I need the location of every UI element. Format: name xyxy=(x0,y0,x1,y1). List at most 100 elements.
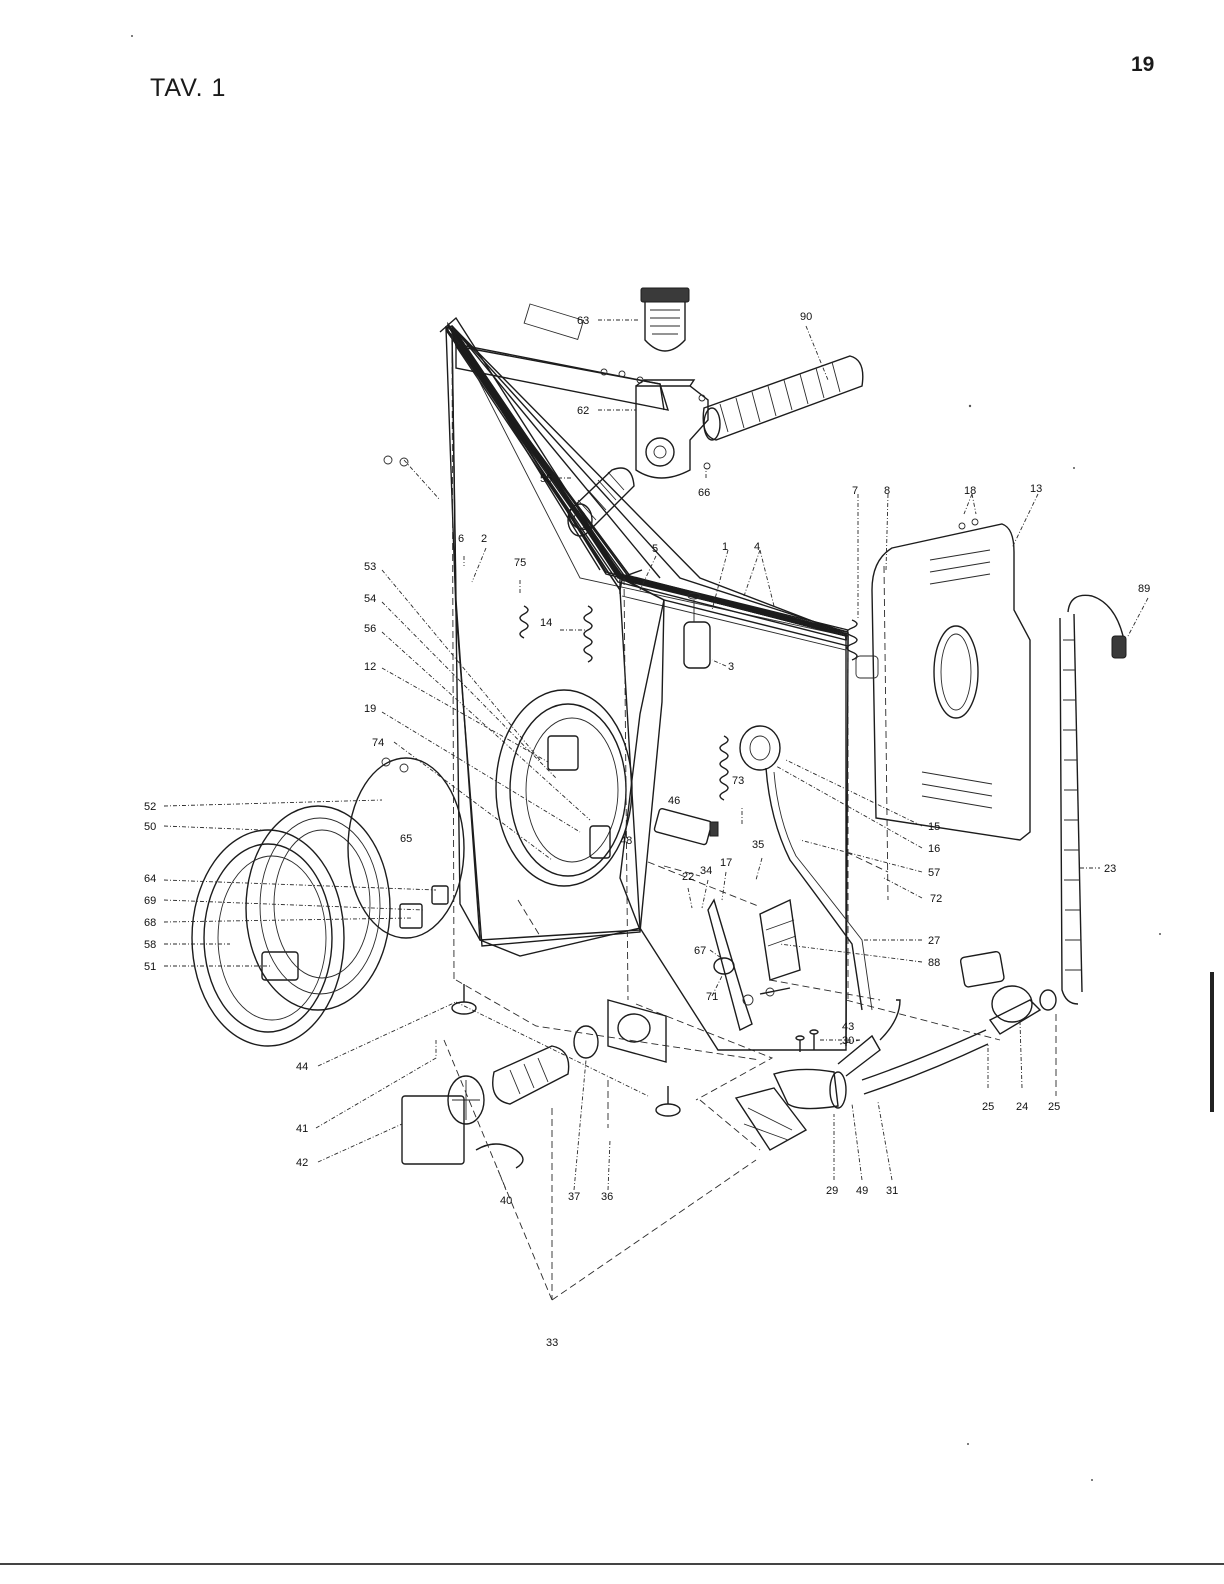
part-clip-52 xyxy=(383,455,409,467)
callout-35: 35 xyxy=(752,839,764,851)
callout-8: 8 xyxy=(884,485,890,497)
callout-17: 17 xyxy=(720,857,732,869)
construction-lines xyxy=(443,333,1057,1301)
callout-46: 46 xyxy=(668,795,680,807)
callout-56: 56 xyxy=(364,623,376,635)
part-pump-housing xyxy=(607,999,667,1063)
callout-24: 24 xyxy=(1016,1101,1028,1113)
callout-15: 15 xyxy=(928,821,940,833)
callout-52: 52 xyxy=(144,801,156,813)
callout-44: 44 xyxy=(296,1061,308,1073)
part-inlet-hose-90 xyxy=(702,355,864,441)
callout-6: 6 xyxy=(458,533,464,545)
callout-64: 64 xyxy=(144,873,156,885)
callout-68: 68 xyxy=(144,917,156,929)
callout-48: 48 xyxy=(620,835,632,847)
part-frame-rectangle xyxy=(451,325,847,640)
part-door-lock-46 xyxy=(653,807,719,846)
callout-30: 30 xyxy=(842,1035,854,1047)
callout-25-right: 25 xyxy=(1048,1101,1060,1113)
part-pump-hose-24 xyxy=(861,999,989,1095)
callout-42: 42 xyxy=(296,1157,308,1169)
callout-40: 40 xyxy=(500,1195,512,1207)
callout-73: 73 xyxy=(732,775,744,787)
callout-7: 7 xyxy=(852,485,858,497)
callout-58: 58 xyxy=(144,939,156,951)
callout-89: 89 xyxy=(1138,583,1150,595)
callout-63: 63 xyxy=(577,315,589,327)
leader-lines xyxy=(163,319,1149,1191)
part-pump-filter xyxy=(401,1025,599,1169)
part-spring-left xyxy=(519,605,529,639)
part-drum-opening xyxy=(495,689,633,887)
callout-71: 71 xyxy=(706,991,718,1003)
callout-2: 2 xyxy=(481,533,487,545)
callout-16: 16 xyxy=(928,843,940,855)
callout-51: 51 xyxy=(144,961,156,973)
scan-specks xyxy=(131,35,1161,1481)
part-3 xyxy=(683,592,711,669)
callout-19: 19 xyxy=(364,703,376,715)
callout-4: 4 xyxy=(754,541,760,553)
part-door-outer-50 xyxy=(191,829,345,1047)
callout-57: 57 xyxy=(928,867,940,879)
callout-50: 50 xyxy=(144,821,156,833)
part-cabinet-frame xyxy=(447,325,847,635)
callout-88: 88 xyxy=(928,957,940,969)
callout-23: 23 xyxy=(1104,863,1116,875)
part-back-panel xyxy=(871,518,1031,841)
part-frame-box xyxy=(445,329,849,637)
callout-66: 66 xyxy=(698,487,710,499)
part-foot-44 xyxy=(451,984,681,1117)
bottom-rule xyxy=(0,1563,1224,1565)
callout-22: 22 xyxy=(682,871,694,883)
part-hinge-door xyxy=(399,903,423,929)
part-hardware-17 xyxy=(707,898,791,1032)
callout-27: 27 xyxy=(928,935,940,947)
callout-65: 65 xyxy=(400,833,412,845)
callout-62: 62 xyxy=(577,405,589,417)
part-spring-73 xyxy=(719,735,729,801)
part-screw-30 xyxy=(795,1029,819,1052)
callout-labels: 63 90 62 55 66 7 8 18 13 89 6 2 75 5 1 4… xyxy=(144,311,1150,1349)
callout-67: 67 xyxy=(694,945,706,957)
callout-14: 14 xyxy=(540,617,552,629)
part-drawer-housing xyxy=(635,379,711,479)
part-door-glass-65 xyxy=(347,757,465,939)
callout-31: 31 xyxy=(886,1185,898,1197)
callout-43: 43 xyxy=(842,1021,854,1033)
callout-18-top: 18 xyxy=(964,485,976,497)
part-cabinet xyxy=(451,325,847,1051)
callout-53: 53 xyxy=(364,561,376,573)
callout-54: 54 xyxy=(364,593,376,605)
callout-1: 1 xyxy=(722,541,728,553)
callout-13: 13 xyxy=(1030,483,1042,495)
part-spring-7 xyxy=(846,619,879,679)
part-hinge-54 xyxy=(547,735,611,859)
callout-74: 74 xyxy=(372,737,384,749)
part-drain-pump-24 xyxy=(959,950,1057,1035)
callout-33: 33 xyxy=(546,1337,558,1349)
callout-41: 41 xyxy=(296,1123,308,1135)
part-drain-hose-23 xyxy=(1059,594,1127,1005)
part-top-frame xyxy=(447,325,847,635)
callout-37: 37 xyxy=(568,1191,580,1203)
page-number: 19 xyxy=(1131,53,1155,76)
callout-90: 90 xyxy=(800,311,812,323)
callout-36: 36 xyxy=(601,1191,613,1203)
callout-34: 34 xyxy=(700,865,712,877)
part-bracket-88 xyxy=(759,898,801,981)
page-title: TAV. 1 xyxy=(150,74,227,102)
callout-49: 49 xyxy=(856,1185,868,1197)
callout-75: 75 xyxy=(514,557,526,569)
part-pressure-switch xyxy=(739,725,873,1011)
callout-12: 12 xyxy=(364,661,376,673)
callout-72: 72 xyxy=(930,893,942,905)
callout-55: 55 xyxy=(540,473,552,485)
callout-69: 69 xyxy=(144,895,156,907)
callout-5: 5 xyxy=(652,543,658,555)
callout-25-left: 25 xyxy=(982,1101,994,1113)
callout-3: 3 xyxy=(728,661,734,673)
